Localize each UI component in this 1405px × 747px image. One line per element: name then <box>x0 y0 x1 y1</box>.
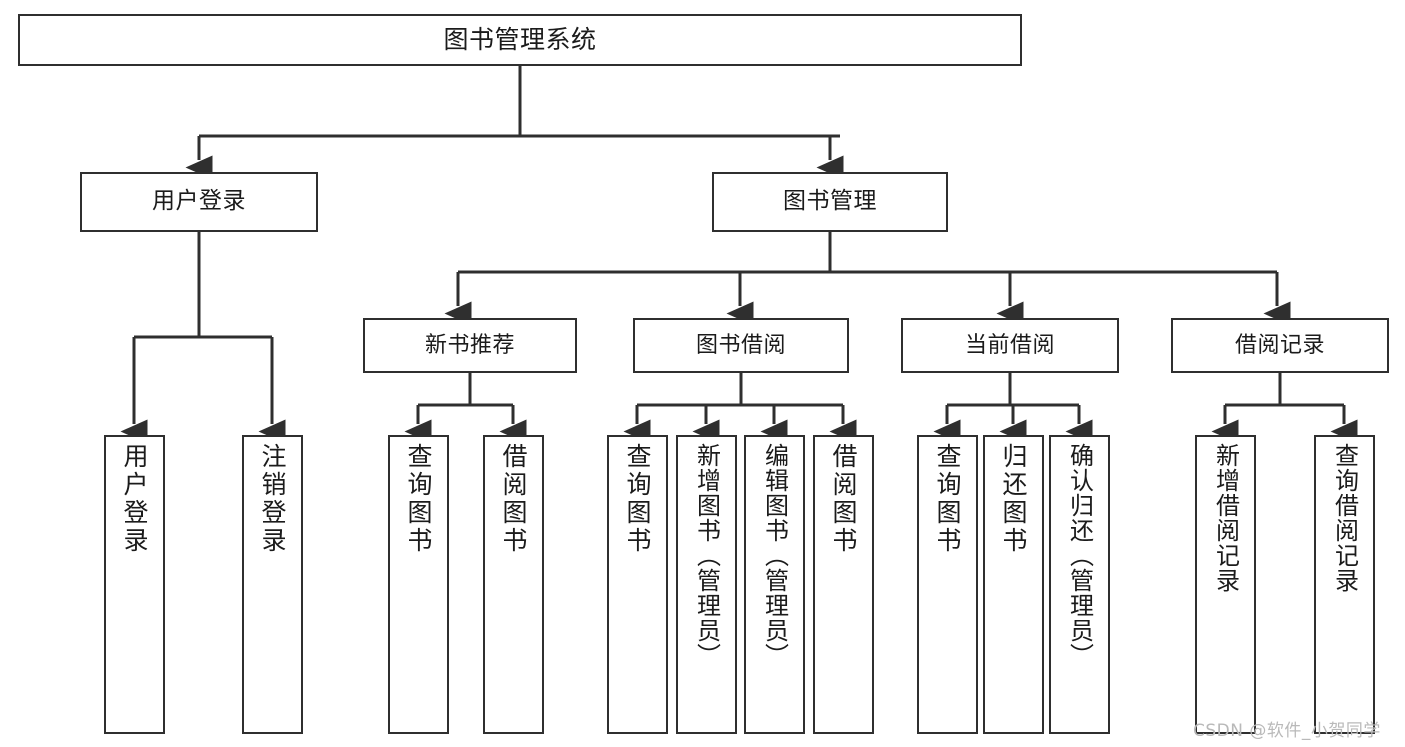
node-label: 借阅图书 <box>829 443 858 555</box>
node-label: 借阅记录 <box>1234 332 1325 358</box>
node-new-book-recommend[interactable]: 新书推荐 <box>363 318 577 373</box>
node-label: 当前借阅 <box>964 332 1055 358</box>
node-label: 编辑图书（管理员） <box>760 443 789 668</box>
node-label: 归还图书 <box>999 443 1028 555</box>
leaf-current-borrow-query[interactable]: 查询图书 <box>917 435 978 734</box>
node-label: 注销登录 <box>258 443 287 555</box>
leaf-current-borrow-return[interactable]: 归还图书 <box>983 435 1044 734</box>
node-root-system[interactable]: 图书管理系统 <box>18 14 1022 66</box>
csdn-watermark: CSDN @软件_小贺同学 <box>1193 721 1381 741</box>
node-label: 查询图书 <box>623 443 652 555</box>
node-label: 图书管理 <box>783 188 877 215</box>
leaf-book-borrow-query[interactable]: 查询图书 <box>607 435 668 734</box>
node-label: 用户登录 <box>152 188 246 215</box>
leaf-user-login-login[interactable]: 用户登录 <box>104 435 165 734</box>
leaf-current-borrow-confirm-return[interactable]: 确认归还（管理员） <box>1049 435 1110 734</box>
node-current-borrow[interactable]: 当前借阅 <box>901 318 1119 373</box>
node-book-borrow[interactable]: 图书借阅 <box>633 318 849 373</box>
node-label: 查询借阅记录 <box>1330 443 1359 593</box>
node-label: 新书推荐 <box>424 332 515 358</box>
node-label: 查询图书 <box>933 443 962 555</box>
node-label: 新增图书（管理员） <box>692 443 721 668</box>
leaf-borrow-record-query[interactable]: 查询借阅记录 <box>1314 435 1375 734</box>
node-book-management[interactable]: 图书管理 <box>712 172 948 232</box>
leaf-new-book-borrow[interactable]: 借阅图书 <box>483 435 544 734</box>
leaf-book-borrow-add[interactable]: 新增图书（管理员） <box>676 435 737 734</box>
node-borrow-record[interactable]: 借阅记录 <box>1171 318 1389 373</box>
node-label: 图书管理系统 <box>443 25 597 55</box>
node-label: 确认归还（管理员） <box>1065 443 1094 668</box>
leaf-new-book-query[interactable]: 查询图书 <box>388 435 449 734</box>
leaf-book-borrow-borrow[interactable]: 借阅图书 <box>813 435 874 734</box>
leaf-book-borrow-edit[interactable]: 编辑图书（管理员） <box>744 435 805 734</box>
node-label: 图书借阅 <box>695 332 786 358</box>
node-user-login[interactable]: 用户登录 <box>80 172 318 232</box>
node-label: 新增借阅记录 <box>1211 443 1240 593</box>
node-label: 用户登录 <box>120 443 149 555</box>
leaf-borrow-record-add[interactable]: 新增借阅记录 <box>1195 435 1256 734</box>
node-label: 借阅图书 <box>499 443 528 555</box>
node-label: 查询图书 <box>404 443 433 555</box>
leaf-user-login-logout[interactable]: 注销登录 <box>242 435 303 734</box>
